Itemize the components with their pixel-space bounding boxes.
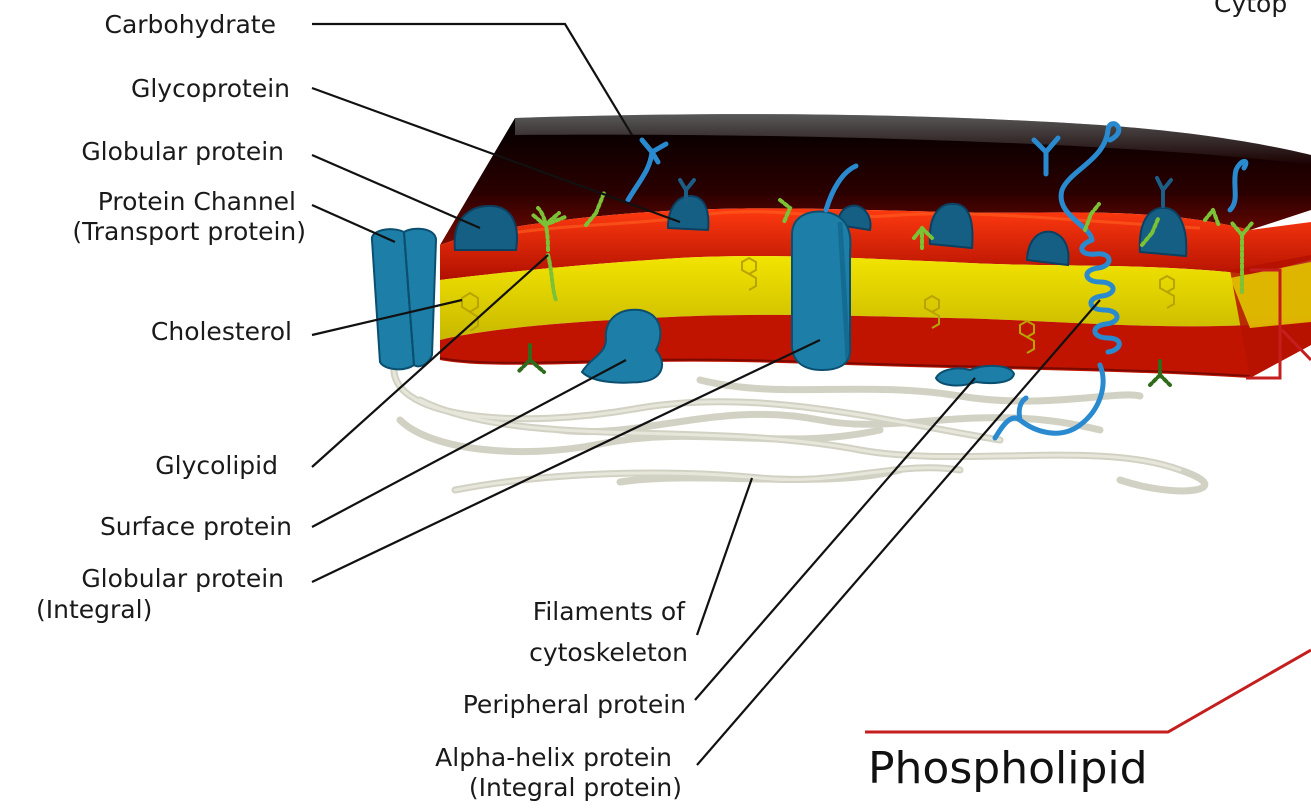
label-cytoplasm-partial: Cytop: [1214, 0, 1287, 18]
label-surface-protein: Surface protein: [100, 512, 292, 541]
leader-surface-protein: [312, 360, 626, 527]
label-globular-integral-1: Globular protein: [81, 564, 284, 593]
label-protein-channel-1: Protein Channel: [98, 187, 296, 216]
label-carbohydrate: Carbohydrate: [104, 10, 276, 39]
protein-channel: [372, 229, 436, 370]
label-alpha-helix-1: Alpha-helix protein: [435, 743, 672, 772]
leader-globular-integral: [312, 340, 820, 582]
label-globular-protein: Globular protein: [81, 137, 284, 166]
label-filaments-1: Filaments of: [533, 597, 686, 626]
peripheral-protein: [936, 366, 1014, 386]
label-protein-channel-2: (Transport protein): [72, 217, 306, 246]
label-peripheral-protein: Peripheral protein: [463, 690, 686, 719]
label-glycoprotein: Glycoprotein: [131, 74, 290, 103]
label-filaments-2: cytoskeleton: [529, 638, 688, 667]
label-globular-integral-2: (Integral): [36, 595, 152, 624]
label-phospholipid: Phospholipid: [868, 743, 1148, 794]
label-cholesterol: Cholesterol: [151, 317, 292, 346]
leader-filaments: [697, 478, 752, 635]
label-glycolipid: Glycolipid: [155, 451, 278, 480]
leader-protein-channel: [312, 205, 395, 242]
label-alpha-helix-2: (Integral protein): [469, 773, 682, 802]
leader-peripheral-protein: [695, 378, 975, 700]
